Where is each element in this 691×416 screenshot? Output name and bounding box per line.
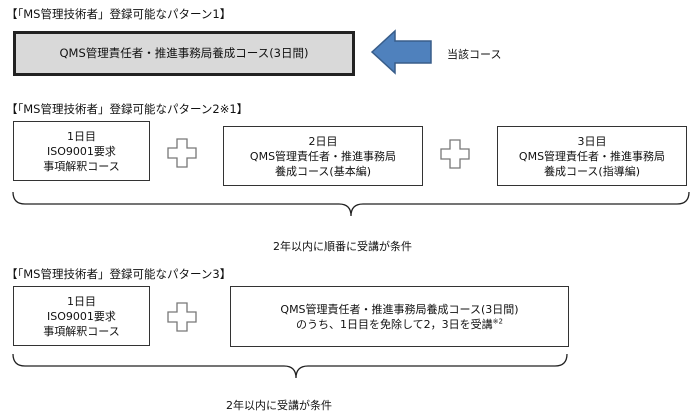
pattern2-heading: 【「MS管理技術者」登録可能なパターン2※1】 xyxy=(6,102,249,116)
pattern2-condition: 2年以内に順番に受講が条件 xyxy=(273,240,412,253)
course-name: 事項解釈コース xyxy=(43,324,120,338)
pattern1-course-label: QMS管理責任者・推進事務局養成コース(3日間) xyxy=(59,46,309,60)
plus-icon xyxy=(440,139,470,169)
pattern3-condition: 2年以内に受講が条件 xyxy=(226,399,332,412)
pattern2-day1-box: 1日目 ISO9001要求 事項解釈コース xyxy=(13,121,150,181)
pattern1-heading: 【「MS管理技術者」登録可能なパターン1】 xyxy=(6,7,232,21)
course-exemption-note: のうち、1日目を免除して2，3日を受講※2 xyxy=(296,317,503,332)
course-name: ISO9001要求 xyxy=(47,144,116,158)
course-name: 事項解釈コース xyxy=(43,159,120,173)
pattern3-course-box: QMS管理責任者・推進事務局養成コース(3日間) のうち、1日目を免除して2，3… xyxy=(230,286,569,347)
course-name: ISO9001要求 xyxy=(47,309,116,323)
course-name: QMS管理責任者・推進事務局養成コース(3日間) xyxy=(280,302,519,316)
course-name: QMS管理責任者・推進事務局 xyxy=(518,149,666,163)
pattern3-day1-box: 1日目 ISO9001要求 事項解釈コース xyxy=(13,286,150,346)
day-label: 2日目 xyxy=(308,134,338,148)
brace-pattern2 xyxy=(12,191,690,217)
left-arrow-icon xyxy=(370,29,432,75)
pattern1-course-box: QMS管理責任者・推進事務局養成コース(3日間) xyxy=(13,31,355,76)
exemption-text: のうち、1日目を免除して2，3日を受講 xyxy=(296,317,493,331)
footnote-mark: ※2 xyxy=(492,316,503,325)
course-name: 養成コース(指導編) xyxy=(543,164,641,178)
course-name: QMS管理責任者・推進事務局 xyxy=(249,149,397,163)
pattern3-heading: 【「MS管理技術者」登録可能なパターン3】 xyxy=(6,267,232,281)
day-label: 1日目 xyxy=(67,129,96,143)
pattern2-day3-box: 3日目 QMS管理責任者・推進事務局 養成コース(指導編) xyxy=(497,126,687,186)
course-name: 養成コース(基本編) xyxy=(274,164,372,178)
plus-icon xyxy=(167,302,197,332)
pattern2-day2-box: 2日目 QMS管理責任者・推進事務局 養成コース(基本編) xyxy=(223,126,423,186)
plus-icon xyxy=(167,138,197,168)
arrow-label: 当該コース xyxy=(447,48,502,61)
day-label: 1日目 xyxy=(67,294,96,308)
day-label: 3日目 xyxy=(577,134,607,148)
brace-pattern3 xyxy=(12,353,568,379)
